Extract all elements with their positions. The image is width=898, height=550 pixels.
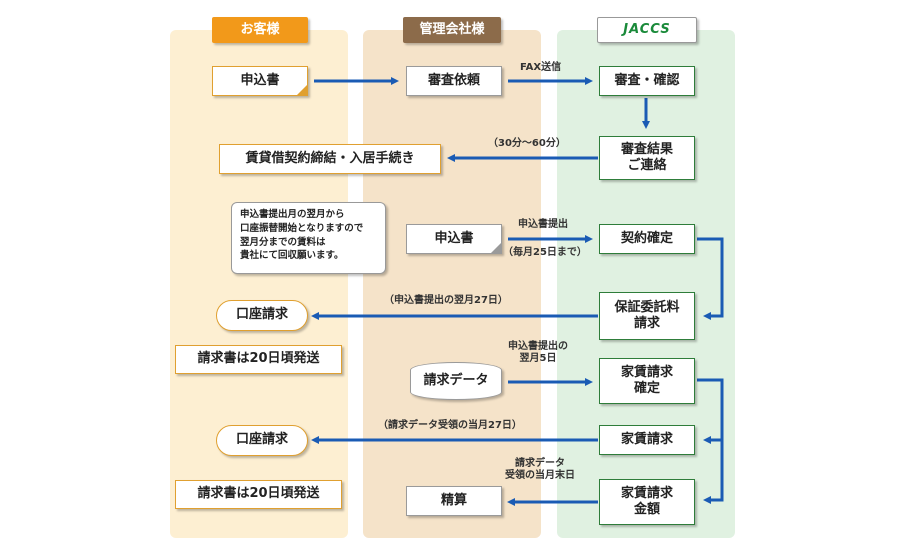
rent-confirmed-box: 家賃請求 確定: [599, 358, 695, 404]
rent-amount-box: 家賃請求 金額: [599, 479, 695, 525]
screening-result-box: 審査結果 ご連絡: [599, 136, 695, 180]
rent-billing-box: 家賃請求: [599, 425, 695, 455]
agency-header: 管理会社様: [403, 17, 501, 43]
debit-box-2: 口座請求: [216, 425, 308, 456]
agency-lane: [363, 30, 541, 538]
arrow-rent-confirmed-to-billing: [697, 378, 724, 444]
time-label: （30分〜60分）: [488, 138, 566, 149]
next-month-5-label: 申込書提出の 翌月5日: [508, 341, 568, 364]
folded-corner-icon: [490, 242, 502, 254]
next-month-27-label: （申込書提出の翌月27日）: [384, 295, 508, 306]
submit-label: 申込書提出: [518, 219, 568, 230]
deadline-label: （毎月25日まで）: [503, 247, 587, 258]
fax-label: FAX送信: [520, 62, 562, 73]
note-text: 申込書提出月の翌月から 口座振替開始となりますので 翌月分までの賃料は 貴社にて…: [240, 209, 364, 262]
note-callout: 申込書提出月の翌月から 口座振替開始となりますので 翌月分までの賃料は 貴社にて…: [231, 202, 386, 274]
arrow-to-rent-amount: [703, 440, 724, 504]
contract-confirmed-box: 契約確定: [599, 224, 695, 254]
lease-contract-box: 賃貸借契約締結・入居手続き: [219, 144, 441, 174]
guarantee-fee-box: 保証委託料 請求: [599, 292, 695, 340]
screening-request-box: 審査依頼: [406, 66, 502, 96]
invoice-box-1: 請求書は20日頃発送: [175, 345, 342, 374]
data-month-end-label: 請求データ 受領の当月末日: [505, 458, 575, 481]
customer-header: お客様: [212, 17, 308, 43]
debit-box-1: 口座請求: [216, 300, 308, 331]
data-month-27-label: （請求データ受領の当月27日）: [378, 420, 522, 431]
folded-corner-icon: [296, 84, 308, 96]
invoice-box-2: 請求書は20日頃発送: [175, 480, 342, 509]
jaccs-logo: JACCS: [597, 17, 697, 43]
screening-check-box: 審査・確認: [599, 66, 695, 96]
billing-data-box: 請求データ: [410, 362, 502, 400]
application-form-box: 申込書: [212, 66, 308, 96]
application-form-box-2: 申込書: [406, 224, 502, 254]
arrow-confirmed-to-fee: [697, 237, 724, 320]
settlement-box: 精算: [406, 486, 502, 516]
